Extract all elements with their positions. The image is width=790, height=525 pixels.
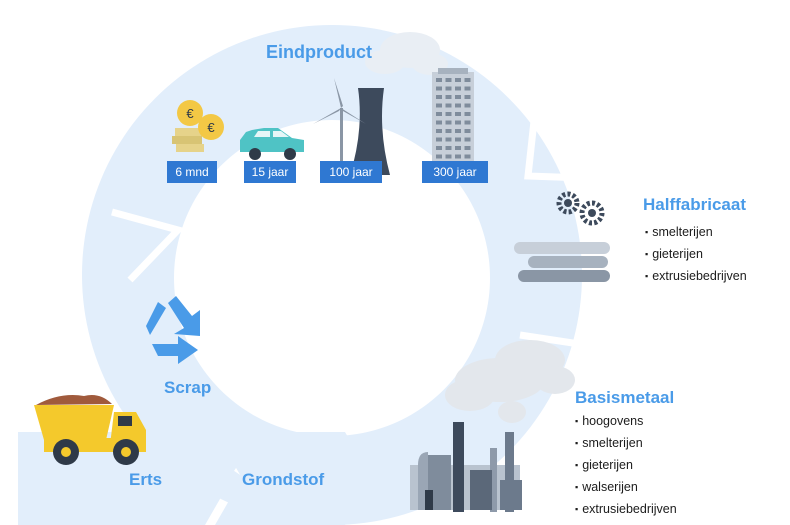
list-item: extrusiebedrijven xyxy=(645,266,747,288)
lifespan-tag-car: 15 jaar xyxy=(244,161,296,183)
stage-scrap-title: Scrap xyxy=(164,378,212,397)
stage-grondstof-title: Grondstof xyxy=(242,470,325,489)
stage-halffabricaat-title: Halffabricaat xyxy=(643,195,746,214)
power-plant-icon xyxy=(313,78,390,176)
gears-icon xyxy=(556,191,605,226)
car-icon xyxy=(240,128,304,160)
lifespan-tag-power-plant: 100 jaar xyxy=(320,161,382,183)
skyscraper-icon xyxy=(432,68,474,172)
lifespan-tag-coins: 6 mnd xyxy=(167,161,217,183)
list-item: walserijen xyxy=(575,477,677,499)
stage-basismetaal-title: Basismetaal xyxy=(575,388,675,407)
truck-icon xyxy=(34,395,146,465)
list-item: smelterijen xyxy=(645,222,747,244)
list-item: gieterijen xyxy=(645,244,747,266)
svg-text:€: € xyxy=(207,120,215,135)
basismetaal-list: hoogovens smelterijen gieterijen walseri… xyxy=(575,411,677,521)
list-item: extrusiebedrijven xyxy=(575,499,677,521)
recycle-icon xyxy=(146,296,200,364)
halffabricaat-list: smelterijen gieterijen extrusiebedrijven xyxy=(645,222,747,288)
pipes-icon xyxy=(514,242,610,282)
factory-icon xyxy=(410,422,522,512)
list-item: hoogovens xyxy=(575,411,677,433)
svg-text:€: € xyxy=(186,106,194,121)
stage-erts-title: Erts xyxy=(129,470,163,489)
coins-icon: € € xyxy=(172,100,224,152)
list-item: gieterijen xyxy=(575,455,677,477)
lifespan-tag-skyscraper: 300 jaar xyxy=(422,161,488,183)
list-item: smelterijen xyxy=(575,433,677,455)
smoke-icon xyxy=(445,340,575,423)
stage-eindproduct-title: Eindproduct xyxy=(266,42,372,62)
